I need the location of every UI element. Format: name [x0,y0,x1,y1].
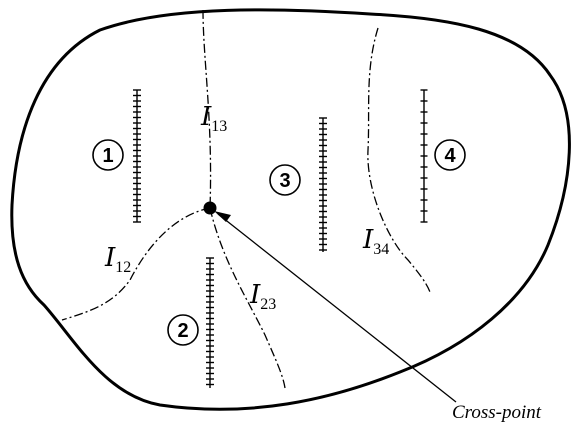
region-3-label: 3 [279,170,290,192]
interface-i34-label: I34 [362,225,389,258]
interface-i23-label: I23 [249,280,276,313]
interface-i23-line [209,207,286,389]
interface-i12-label: I12 [104,243,131,276]
region-2-marker: 2 [167,314,199,346]
region-4-label: 4 [444,145,456,167]
domain-boundary [10,8,571,411]
ruler-region-2 [206,257,214,388]
ruler-region-1 [133,89,141,223]
region-4-marker: 4 [434,139,466,171]
region-3-marker: 3 [269,164,301,196]
interface-i12-line [61,207,211,321]
cross-point-arrowhead [214,211,231,222]
region-1-marker: 1 [92,139,124,171]
interface-i13-line [202,9,212,209]
cross-point-arrow-line [217,213,457,403]
cross-point-label: Cross-point [452,402,542,423]
region-1-label: 1 [102,145,113,167]
region-2-label: 2 [177,320,188,342]
ruler-region-4 [420,89,428,223]
interface-i13-label: I13 [200,102,227,135]
interface-i34-line [367,27,431,293]
cross-point-dot [203,201,217,215]
ruler-region-3 [319,117,327,252]
